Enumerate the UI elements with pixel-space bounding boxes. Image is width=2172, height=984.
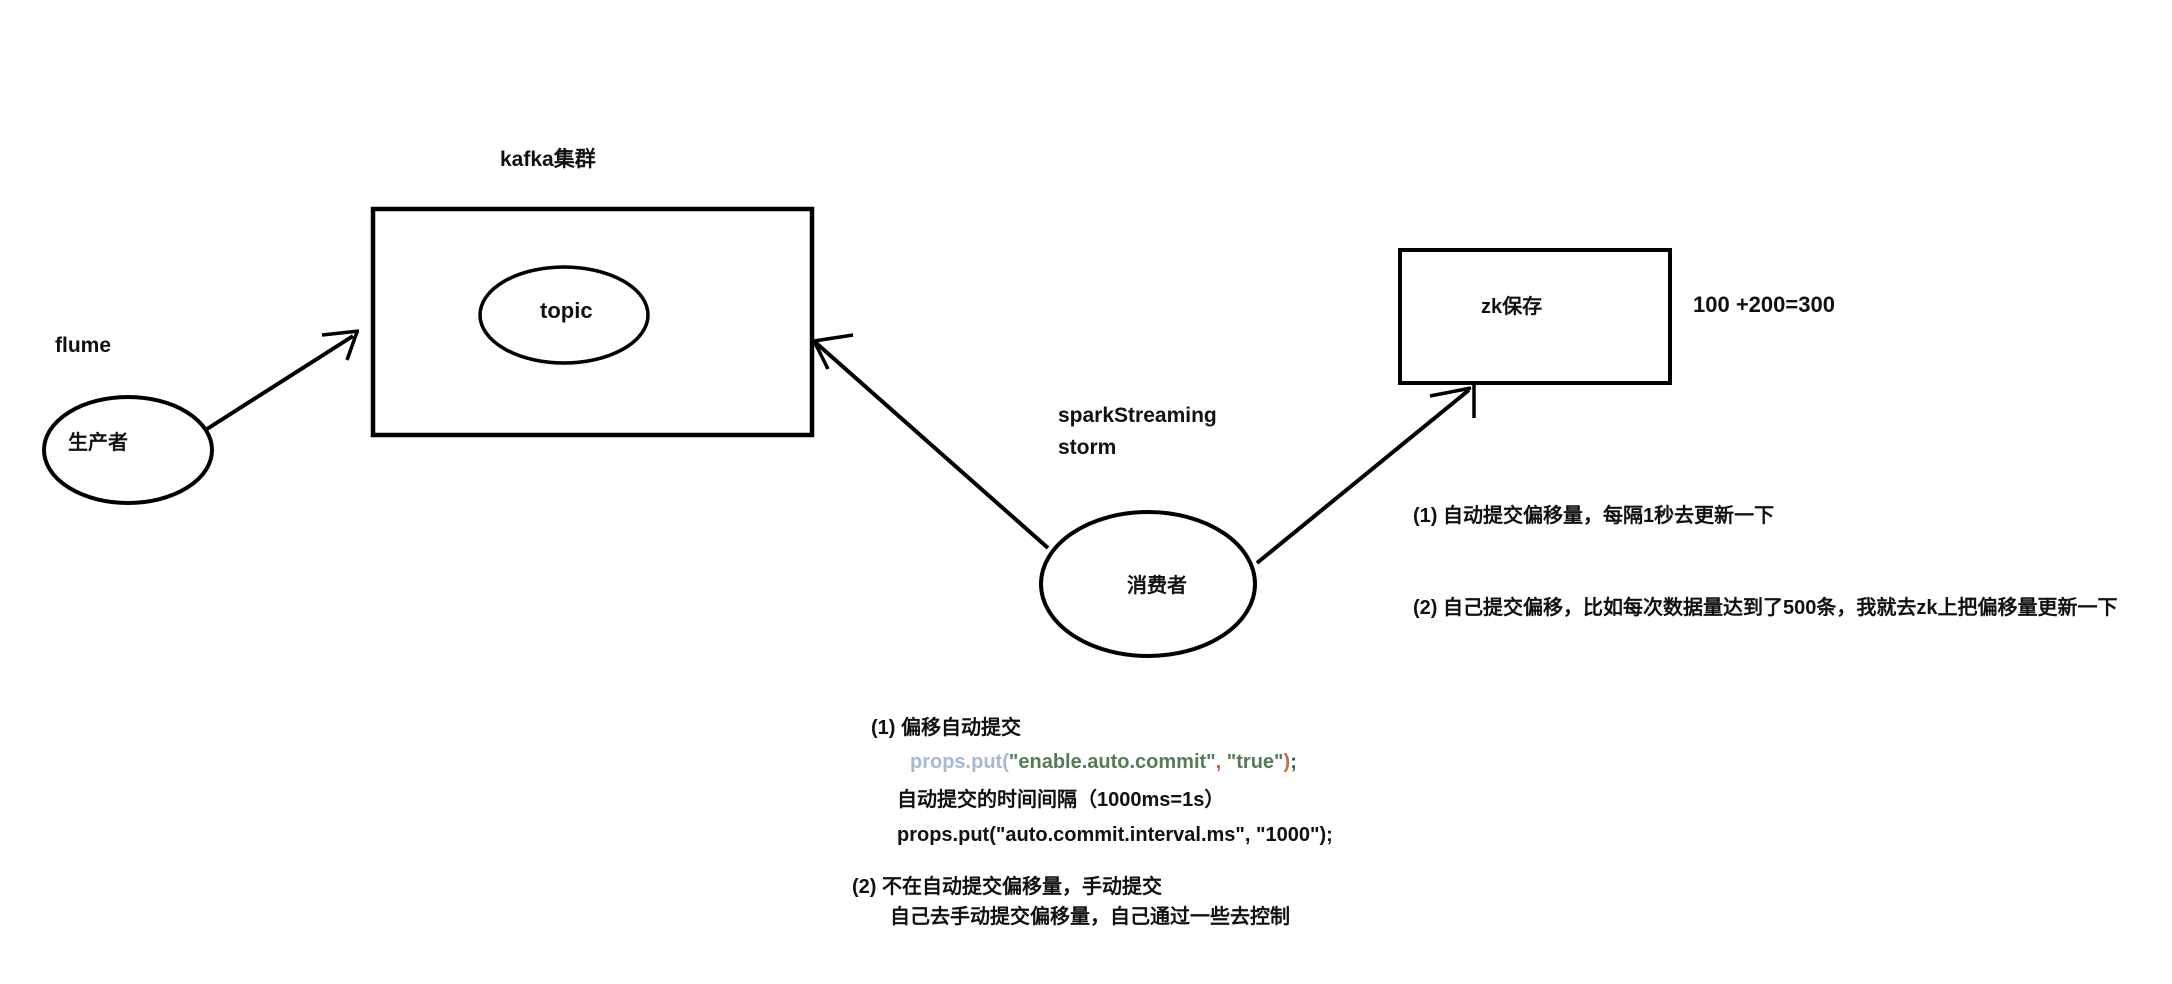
producer-label: 生产者 (68, 432, 128, 454)
code-token: ) (1283, 751, 1291, 773)
flume-label: flume (55, 334, 112, 357)
arrow-consumer-to-zk (1255, 384, 1476, 565)
topic-label: topic (540, 298, 593, 323)
topic-ellipse (478, 265, 650, 365)
annotation-bottom-2-title: (2) 不在自动提交偏移量，手动提交 (852, 876, 1162, 898)
spark-streaming-label: sparkStreaming (1058, 404, 1217, 427)
code-token: "true" (1226, 751, 1284, 773)
kafka-cluster-box (370, 206, 815, 438)
annotation-right-2: (2) 自己提交偏移，比如每次数据量达到了500条，我就去zk上把偏移量更新一下 (1413, 597, 2118, 619)
storm-label: storm (1058, 436, 1117, 459)
code-token: ; (1290, 751, 1297, 773)
code-line-1: props.put("enable.auto.commit", "true"); (910, 751, 1297, 774)
annotation-right-1: (1) 自动提交偏移量，每隔1秒去更新一下 (1413, 505, 1775, 527)
annotation-bottom-1-title: (1) 偏移自动提交 (871, 717, 1021, 739)
code-line-2: props.put("auto.commit.interval.ms", "10… (897, 824, 1333, 846)
code-token: , (1215, 751, 1227, 773)
code-token: "enable.auto.commit" (1008, 751, 1216, 773)
arrow-consumer-to-kafka (812, 333, 1050, 550)
code-token: props.put( (910, 751, 1009, 773)
annotation-interval-label: 自动提交的时间间隔（1000ms=1s） (897, 789, 1225, 811)
kafka-cluster-label: kafka集群 (500, 148, 596, 171)
arrow-producer-to-kafka (205, 329, 360, 431)
annotation-bottom-2-line: 自己去手动提交偏移量，自己通过一些去控制 (890, 906, 1290, 928)
zk-box (1398, 248, 1672, 385)
zk-label: zk保存 (1481, 296, 1543, 318)
consumer-ellipse (1039, 510, 1257, 658)
consumer-label: 消费者 (1127, 575, 1187, 597)
sum-note: 100 +200=300 (1693, 292, 1835, 317)
producer-ellipse (42, 395, 214, 505)
